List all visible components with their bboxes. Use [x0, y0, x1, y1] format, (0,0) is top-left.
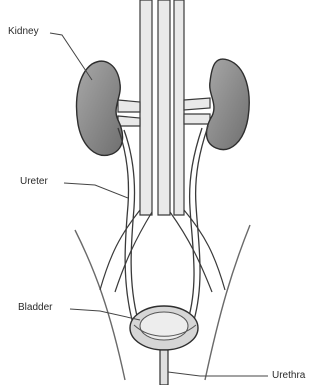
bladder [130, 306, 198, 350]
bladder-label: Bladder [18, 302, 52, 314]
left-kidney [77, 61, 123, 155]
right-kidney [207, 59, 250, 150]
ureter-label: Ureter [20, 176, 48, 188]
kidney-label: Kidney [8, 26, 39, 38]
urethra [160, 350, 168, 385]
great-vessels [140, 0, 184, 215]
urethra-label: Urethra [272, 370, 305, 382]
iliac-vessels [100, 210, 225, 292]
